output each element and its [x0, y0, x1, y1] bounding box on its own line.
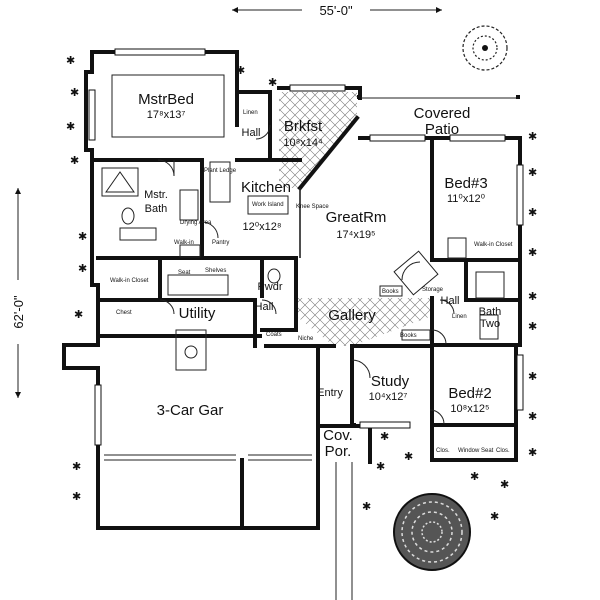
storage-label: Storage	[422, 287, 444, 293]
depth-dimension-label: 62'-0"	[11, 295, 26, 329]
svg-text:✱: ✱	[490, 511, 499, 523]
bath-two-line2: Two	[480, 318, 500, 330]
windows	[88, 48, 524, 446]
coats-label: Coats	[266, 332, 282, 338]
svg-text:✱: ✱	[528, 207, 537, 219]
walk-in-label: Walk-in	[174, 240, 194, 246]
tree-bottom	[393, 493, 471, 571]
cov-porch-line1: Cov.	[323, 427, 353, 444]
svg-text:✱: ✱	[528, 131, 537, 143]
master-bath-line1: Mstr.	[144, 189, 168, 201]
garage-name: 3-Car Gar	[157, 402, 224, 419]
depth-dimension	[15, 188, 21, 398]
hall-bed: Hall	[441, 295, 460, 307]
svg-text:✱: ✱	[74, 309, 83, 321]
walk-in-closet-master-label: Walk-in Closet	[110, 278, 149, 284]
breakfast-name: Brkfst	[284, 118, 323, 135]
svg-text:✱: ✱	[528, 447, 537, 459]
kitchen-name: Kitchen	[241, 179, 291, 196]
svg-text:✱: ✱	[236, 65, 245, 77]
seat-label: Seat	[178, 270, 191, 276]
pantry-label: Pantry	[212, 240, 229, 246]
svg-text:✱: ✱	[70, 87, 79, 99]
study-name: Study	[371, 373, 410, 390]
svg-text:✱: ✱	[380, 431, 389, 443]
linen-bath-label: Linen	[452, 314, 467, 320]
cov-porch-line2: Por.	[325, 443, 352, 460]
bed3-name: Bed#3	[444, 175, 487, 192]
breakfast-tile	[279, 92, 357, 188]
svg-text:✱: ✱	[528, 291, 537, 303]
covered-patio-line2: Patio	[425, 121, 459, 138]
linen-top-label: Linen	[243, 110, 258, 116]
shelves-label: Shelves	[205, 268, 226, 274]
svg-text:✱: ✱	[528, 247, 537, 259]
gallery-tile	[296, 298, 432, 346]
great-room-name: GreatRm	[326, 209, 387, 226]
study-size: 10⁴x12⁷	[369, 391, 408, 403]
svg-text:✱: ✱	[500, 479, 509, 491]
fixtures	[101, 161, 505, 371]
gallery-name: Gallery	[328, 307, 376, 324]
svg-text:✱: ✱	[268, 77, 277, 89]
clos-left-label: Clos.	[436, 448, 450, 454]
books-study-label: Books	[400, 333, 417, 339]
svg-text:✱: ✱	[66, 121, 75, 133]
svg-text:✱: ✱	[78, 231, 87, 243]
clos-right-label: Clos.	[496, 448, 510, 454]
width-dimension	[232, 7, 442, 13]
svg-text:✱: ✱	[376, 461, 385, 473]
drying-area-label: Drying Area	[180, 220, 212, 226]
door-swings	[157, 124, 455, 425]
svg-text:✱: ✱	[66, 55, 75, 67]
svg-text:✱: ✱	[404, 451, 413, 463]
covered-patio-line1: Covered	[414, 105, 471, 122]
master-bed-tray	[111, 74, 225, 138]
books-great-label: Books	[382, 289, 399, 295]
svg-text:✱: ✱	[362, 501, 371, 513]
plant-ledge-label: Plant Ledge	[204, 168, 237, 174]
chest-label: Chest	[116, 310, 132, 316]
work-island-label: Work Island	[252, 202, 284, 208]
interior-walls	[90, 90, 522, 464]
svg-text:✱: ✱	[528, 167, 537, 179]
hall-master: Hall	[242, 127, 261, 139]
svg-text:✱: ✱	[78, 263, 87, 275]
master-bed-name: MstrBed	[138, 91, 194, 108]
width-dimension-label: 55'-0"	[319, 3, 353, 18]
bed3-size: 11⁰x12⁰	[447, 193, 486, 205]
entry-name: Entry	[317, 387, 343, 399]
window-seat-label: Window Seat	[458, 448, 494, 454]
bed2-name: Bed#2	[448, 385, 491, 402]
utility-name: Utility	[179, 305, 216, 322]
breakfast-size: 10⁸x14⁴	[283, 137, 323, 149]
angled-wall	[297, 115, 360, 191]
svg-text:✱: ✱	[470, 471, 479, 483]
svg-text:✱: ✱	[528, 371, 537, 383]
bed2-size: 10⁸x12⁵	[450, 403, 489, 415]
svg-text:✱: ✱	[528, 321, 537, 333]
garage-doors	[104, 454, 312, 461]
niche-label: Niche	[298, 336, 314, 342]
bath-two-line1: Bath	[479, 306, 502, 318]
walk-in-closet-bed3-label: Walk-in Closet	[474, 242, 513, 248]
shrub-top-right	[462, 25, 508, 71]
svg-text:✱: ✱	[72, 491, 81, 503]
kitchen-size: 12⁰x12⁸	[242, 221, 281, 233]
master-bath-line2: Bath	[145, 203, 168, 215]
great-room-size: 17⁴x19⁵	[336, 229, 375, 241]
small-plants: ✱ ✱ ✱ ✱ ✱ ✱ ✱ ✱ ✱ ✱ ✱ ✱ ✱ ✱ ✱ ✱ ✱ ✱ ✱ ✱ ✱ ✱ ✱ ✱ ✱ ✱ ✱	[66, 55, 537, 523]
svg-text:✱: ✱	[70, 155, 79, 167]
powder-name: Pwdr	[257, 281, 282, 293]
svg-text:✱: ✱	[528, 411, 537, 423]
walkway	[335, 462, 353, 600]
master-bed-size: 17⁸x13⁷	[147, 109, 186, 121]
svg-text:✱: ✱	[72, 461, 81, 473]
hall-main: Hall	[255, 301, 274, 313]
patio-posts	[357, 95, 520, 99]
knee-space-label: Knee Space	[296, 204, 329, 210]
